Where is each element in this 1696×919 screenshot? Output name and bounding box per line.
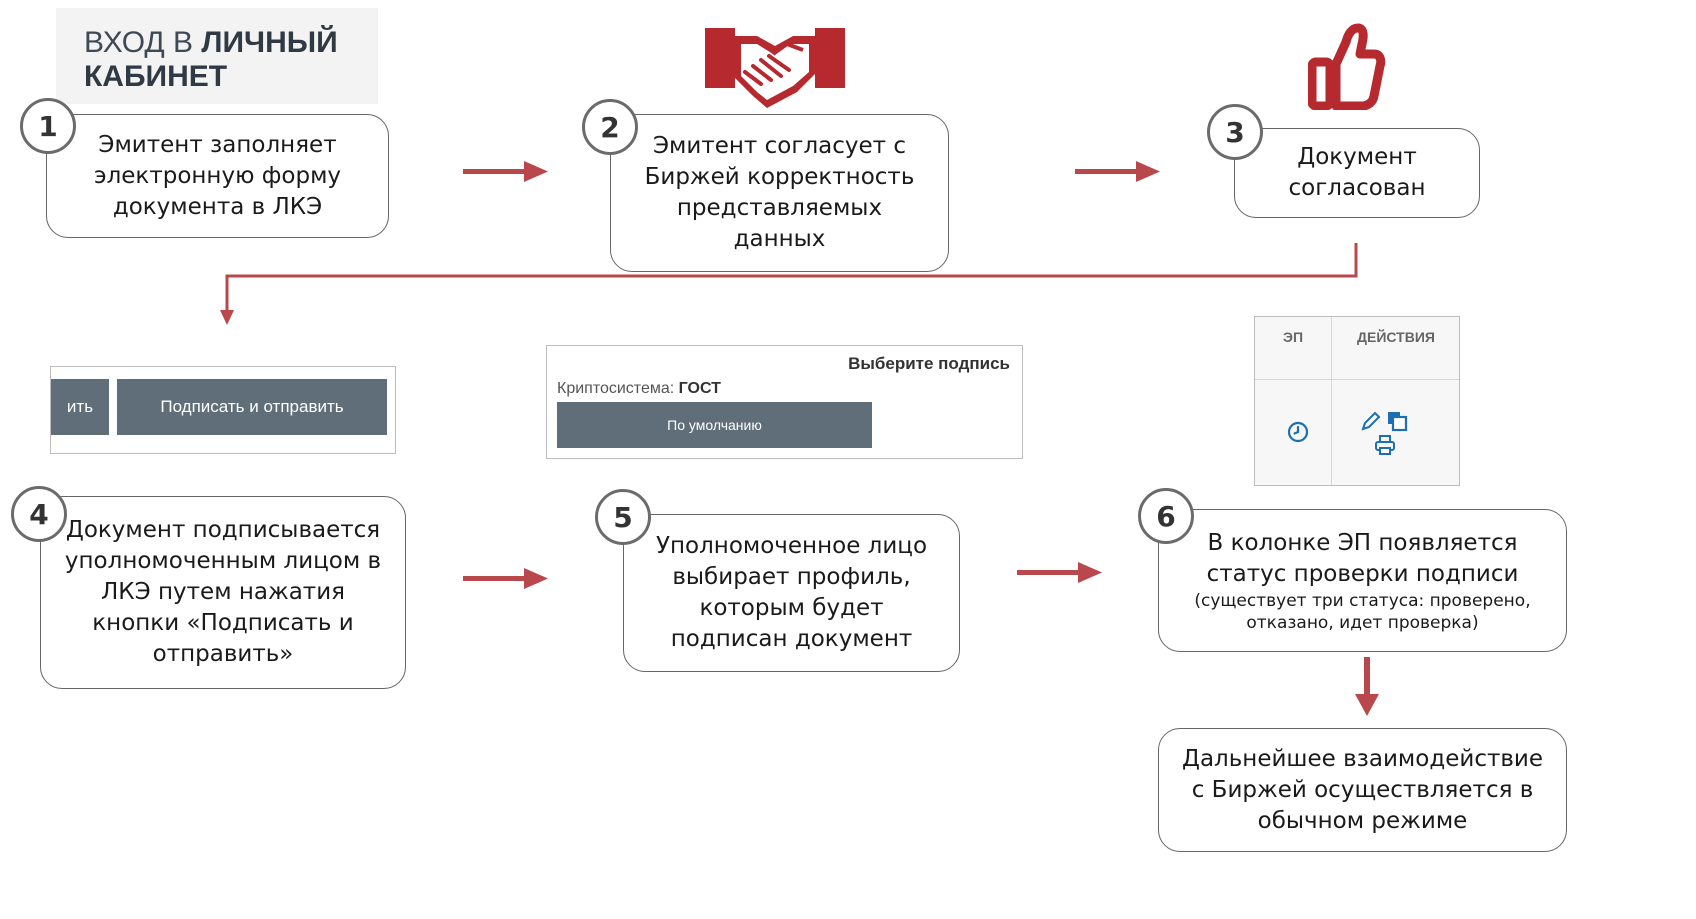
table-row-divider [1255,379,1459,380]
arrow-6-final-shaft [1364,657,1370,697]
step-4-text: Документ подписывается уполномоченным ли… [64,517,382,667]
step-2-box: Эмитент согласует с Биржей корректность … [610,114,949,272]
step-5-text: Уполномоченное лицо выбирает профиль, ко… [655,533,928,652]
status-table-screenshot: ЭП ДЕЙСТВИЯ [1254,316,1460,486]
thumbs-up-icon [1308,23,1386,110]
printer-icon[interactable] [1373,433,1397,457]
step-1-badge: 1 [20,98,76,154]
step-1-box: Эмитент заполняет электронную форму доку… [46,114,389,238]
cut-button-label: ить [66,397,94,416]
sign-and-send-button[interactable]: Подписать и отправить [117,379,387,435]
arrow-5-6-head [1078,562,1102,583]
title-line-2: КАБИНЕТ [84,60,227,94]
crypto-label: Криптосистема: [557,380,675,397]
step-6-badge: 6 [1138,488,1194,544]
col-header-actions: ДЕЙСТВИЯ [1357,329,1435,345]
step-3-box: Документ согласован [1234,128,1480,218]
step-3-number: 3 [1225,115,1245,149]
title-line-1: ВХОД В ЛИЧНЫЙ [84,26,338,60]
crypto-row: Криптосистема: ГОСТ [557,380,721,398]
clock-icon[interactable] [1286,420,1310,444]
step-3-text: Документ согласован [1288,144,1426,201]
step-5-number: 5 [613,500,633,534]
connector-3-4 [225,243,1358,312]
step-2-number: 2 [600,110,620,144]
default-profile-label: По умолчанию [667,417,762,433]
step-4-badge: 4 [11,486,67,542]
step-5-badge: 5 [595,489,651,545]
crypto-value: ГОСТ [678,380,721,397]
final-step-box: Дальнейшее взаимодействие с Биржей осуще… [1158,728,1567,852]
table-col-divider [1331,317,1332,485]
arrow-5-6-shaft [1017,570,1081,575]
step-5-box: Уполномоченное лицо выбирает профиль, ко… [623,514,960,672]
step-6-note: (существует три статуса: проверено, отка… [1194,590,1531,633]
col-header-ep: ЭП [1282,329,1304,345]
step-1-number: 1 [38,109,58,143]
step-3-badge: 3 [1207,104,1263,160]
login-title-banner: ВХОД В ЛИЧНЫЙ КАБИНЕТ [56,8,378,104]
connector-3-4-head [220,310,234,325]
step-4-box: Документ подписывается уполномоченным ли… [40,496,406,689]
pencil-icon[interactable] [1359,409,1383,433]
sign-button-screenshot: ить Подписать и отправить [50,366,396,454]
sign-and-send-label: Подписать и отправить [160,397,344,416]
step-6-text: В колонке ЭП появляется статус проверки … [1206,529,1519,587]
arrow-4-5-head [524,568,548,589]
title-bold-2: КАБИНЕТ [84,60,228,93]
title-bold-1: ЛИЧНЫЙ [201,26,338,59]
copy-icon[interactable] [1385,409,1409,433]
arrow-4-5-shaft [463,576,527,581]
arrow-1-2-head [524,161,548,182]
handshake-icon [705,28,845,108]
signature-dialog-screenshot: Выберите подпись Криптосистема: ГОСТ По … [546,345,1023,459]
arrow-6-final-head [1355,694,1379,716]
final-step-text: Дальнейшее взаимодействие с Биржей осуще… [1181,745,1544,834]
step-1-text: Эмитент заполняет электронную форму доку… [93,131,342,220]
step-4-number: 4 [29,497,49,531]
step-2-badge: 2 [582,99,638,155]
step-2-text: Эмитент согласует с Биржей корректность … [644,133,915,252]
arrow-1-2-shaft [463,169,527,174]
default-profile-button[interactable]: По умолчанию [557,402,872,448]
arrow-2-3-shaft [1075,169,1139,174]
step-6-number: 6 [1156,499,1176,533]
dialog-heading: Выберите подпись [848,354,1010,373]
title-regular: ВХОД В [84,26,194,59]
step-6-box: В колонке ЭП появляется статус проверки … [1158,509,1567,652]
cut-button[interactable]: ить [51,379,109,435]
arrow-2-3-head [1136,161,1160,182]
